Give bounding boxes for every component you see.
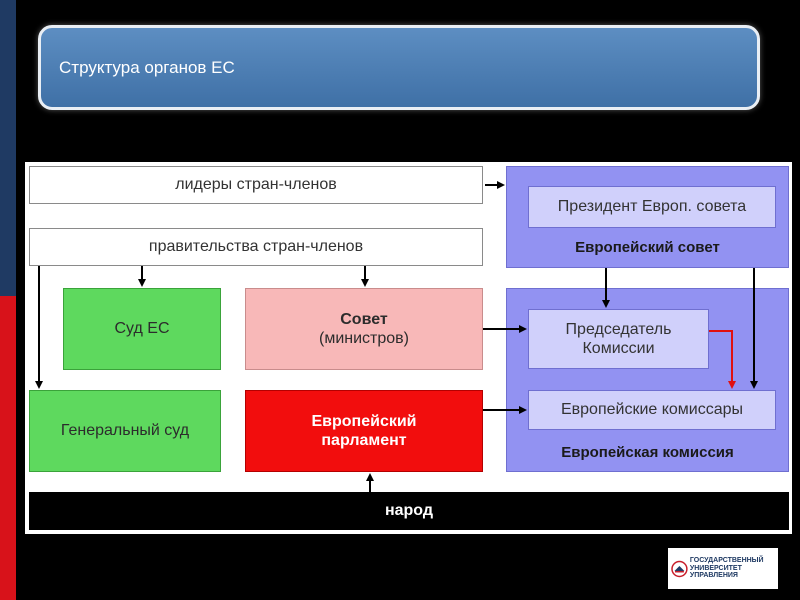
university-logo: ГОСУДАРСТВЕННЫЙ УНИВЕРСИТЕТ УПРАВЛЕНИЯ <box>668 548 778 589</box>
european-council-label: Европейский совет <box>575 239 720 256</box>
title-bar: Структура органов ЕС <box>38 25 760 110</box>
sidebar-stripe <box>0 0 16 600</box>
parliament-box: Европейский парламент <box>245 390 483 472</box>
governments-box: правительства стран-членов <box>29 228 483 266</box>
leaders-box: лидеры стран-членов <box>29 166 483 204</box>
university-emblem-icon <box>671 560 688 577</box>
sidebar-stripe-red <box>0 296 16 600</box>
arrow-chair-to-commissioners <box>709 330 736 389</box>
university-name: ГОСУДАРСТВЕННЫЙ УНИВЕРСИТЕТ УПРАВЛЕНИЯ <box>689 556 764 580</box>
euro-council-president-box: Президент Европ. совета <box>528 186 776 228</box>
people-bar: народ <box>29 492 789 530</box>
commission-chair-box: Председатель Комиссии <box>528 309 709 369</box>
diagram-arrows <box>35 181 758 492</box>
slide-title: Структура органов ЕС <box>59 58 235 77</box>
european-commission-label: Европейская комиссия <box>561 444 734 461</box>
council-box: Совет (министров) <box>245 288 483 370</box>
eu-structure-diagram: лидеры стран-членов правительства стран-… <box>25 162 792 534</box>
general-court-box: Генеральный суд <box>29 390 221 472</box>
court-eu-box: Суд ЕС <box>63 288 221 370</box>
council-title: Совет <box>340 310 388 328</box>
commissioners-box: Европейские комиссары <box>528 390 776 430</box>
council-subtitle: (министров) <box>319 330 409 347</box>
